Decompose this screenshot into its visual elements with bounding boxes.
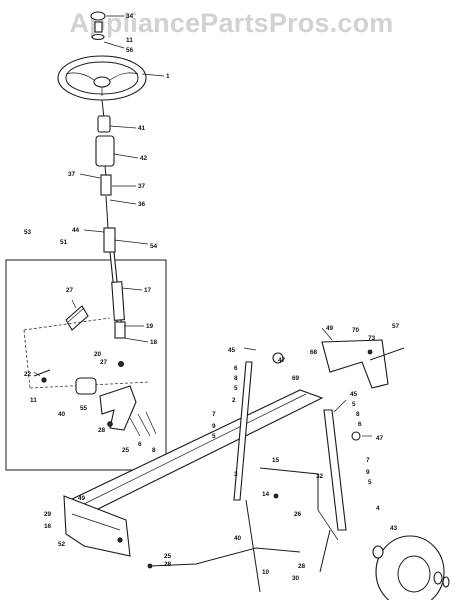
callout-6: 6 xyxy=(234,365,238,372)
callout-30: 30 xyxy=(292,575,300,582)
callout-49: 49 xyxy=(78,495,86,502)
callout-37: 37 xyxy=(138,183,146,190)
callout-27: 27 xyxy=(66,287,74,294)
callout-27: 27 xyxy=(100,359,108,366)
callout-18: 18 xyxy=(150,339,158,346)
callout-7: 7 xyxy=(212,411,216,418)
callout-20: 20 xyxy=(94,351,102,358)
callout-34: 34 xyxy=(126,13,134,20)
callout-69: 69 xyxy=(292,375,300,382)
callout-2: 2 xyxy=(232,397,236,404)
drag-link[interactable] xyxy=(259,467,339,541)
callout-45: 45 xyxy=(228,347,236,354)
callout-70: 70 xyxy=(352,327,360,334)
callout-36: 36 xyxy=(138,201,146,208)
front-wheel[interactable] xyxy=(372,535,450,600)
left-axle-bracket[interactable] xyxy=(63,495,131,557)
callout-6: 6 xyxy=(358,421,362,428)
callout-28: 28 xyxy=(164,561,172,568)
callout-5: 5 xyxy=(212,433,216,440)
callout-9: 9 xyxy=(212,423,216,430)
callout-49: 49 xyxy=(326,325,334,332)
callout-15: 15 xyxy=(272,457,280,464)
right-axle-bracket[interactable] xyxy=(321,339,405,389)
callout-25: 25 xyxy=(122,447,130,454)
steering-box-frame xyxy=(5,259,167,471)
callout-5: 5 xyxy=(234,385,238,392)
callout-43: 43 xyxy=(390,525,398,532)
callout-labels: 34 11 56 1 41 42 37 37 36 53 44 51 54 27… xyxy=(24,13,400,582)
spindle-left[interactable] xyxy=(233,352,284,593)
callout-54: 54 xyxy=(150,243,158,250)
bushing-bracket[interactable] xyxy=(41,377,157,437)
callout-37: 37 xyxy=(68,171,76,178)
callout-11: 11 xyxy=(30,397,37,404)
callout-42: 42 xyxy=(140,155,148,162)
callout-6: 6 xyxy=(138,441,142,448)
callout-22: 22 xyxy=(24,371,32,378)
callout-73: 73 xyxy=(368,335,376,342)
callout-16: 16 xyxy=(44,523,52,530)
steering-wheel[interactable] xyxy=(57,55,147,101)
callout-56: 56 xyxy=(126,47,134,54)
callout-5: 5 xyxy=(368,479,372,486)
callout-9: 9 xyxy=(366,469,370,476)
spindle-right[interactable] xyxy=(319,409,361,573)
callout-41: 41 xyxy=(138,125,146,132)
callout-3: 3 xyxy=(234,471,238,478)
callout-26: 26 xyxy=(294,511,302,518)
callout-51: 51 xyxy=(60,239,68,246)
steering-shaft[interactable] xyxy=(109,251,126,367)
callout-57: 57 xyxy=(392,323,400,330)
leader-lines xyxy=(33,15,372,437)
callout-14: 14 xyxy=(262,491,270,498)
callout-4: 4 xyxy=(376,505,380,512)
callout-55: 55 xyxy=(80,405,88,412)
callout-8: 8 xyxy=(152,447,156,454)
callout-25: 25 xyxy=(164,553,172,560)
callout-11: 11 xyxy=(126,37,133,44)
callout-40: 40 xyxy=(234,535,242,542)
callout-47: 47 xyxy=(376,435,384,442)
tie-rod[interactable] xyxy=(147,547,301,569)
callout-10: 10 xyxy=(262,569,270,576)
callout-53: 53 xyxy=(24,229,32,236)
callout-5: 5 xyxy=(352,401,356,408)
sector-gear[interactable] xyxy=(65,305,89,331)
callout-8: 8 xyxy=(234,375,238,382)
callout-28: 28 xyxy=(298,563,306,570)
callout-7: 7 xyxy=(366,457,370,464)
callout-17: 17 xyxy=(144,287,152,294)
steering-wheel-cap[interactable] xyxy=(90,11,106,41)
callout-29: 29 xyxy=(44,511,52,518)
callout-68: 68 xyxy=(310,349,318,356)
callout-8: 8 xyxy=(356,411,360,418)
callout-28: 28 xyxy=(98,427,106,434)
callout-1: 1 xyxy=(166,73,170,80)
callout-52: 52 xyxy=(58,541,66,548)
callout-44: 44 xyxy=(72,227,80,234)
steering-column-upper[interactable] xyxy=(95,99,116,253)
callout-45: 45 xyxy=(350,391,358,398)
callout-32: 32 xyxy=(316,473,324,480)
callout-47: 47 xyxy=(278,357,286,364)
callout-19: 19 xyxy=(146,323,154,330)
callout-40: 40 xyxy=(58,411,66,418)
